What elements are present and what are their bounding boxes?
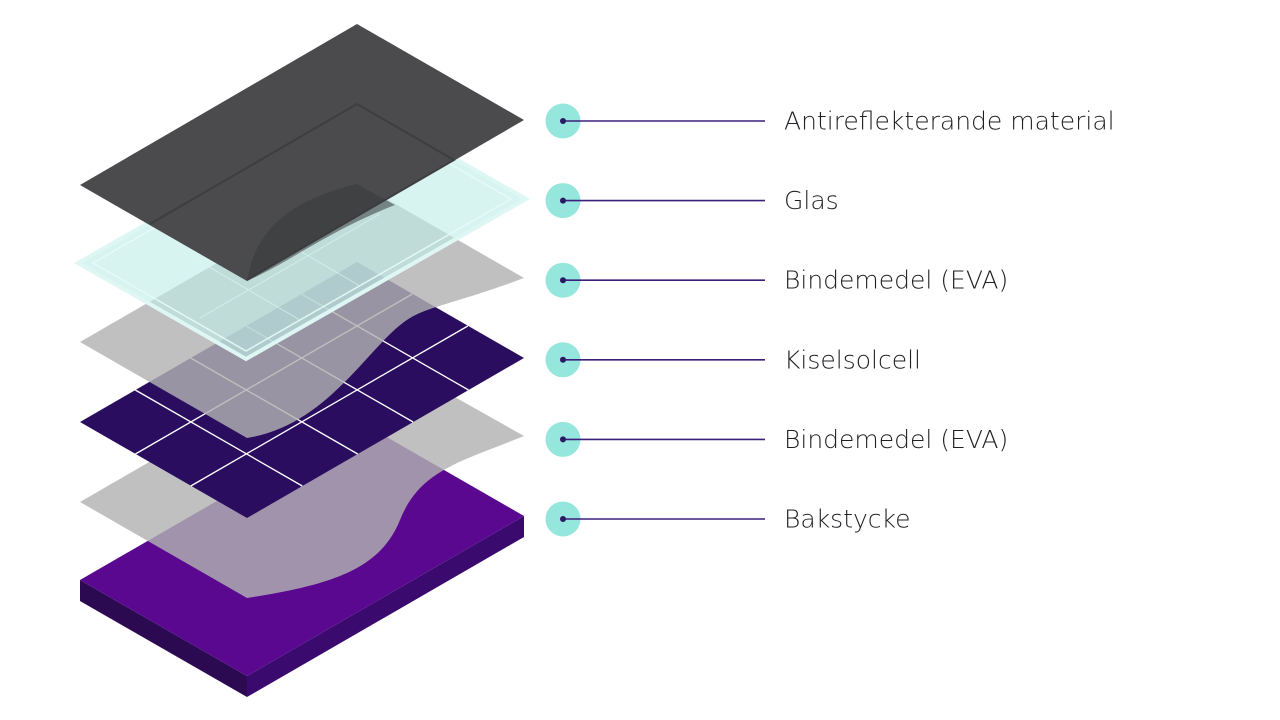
marker-dot (560, 356, 566, 363)
antireflective-sheet (80, 24, 524, 281)
layer-labels: Antireflekterande materialGlasBindemedel… (545, 103, 1115, 537)
backsheet-side-right (247, 516, 524, 697)
marker-dot (560, 277, 566, 284)
marker-dot (560, 516, 566, 522)
layer-label-antireflective: Antireflekterande material (545, 103, 1115, 139)
layer-label-text: Antireflekterande material (784, 107, 1115, 136)
layer-label-text: Kiselsolcell (784, 345, 921, 374)
backsheet-side-left (80, 580, 247, 697)
layer-label-text: Bakstycke (784, 505, 911, 534)
antireflective-curl (247, 184, 395, 281)
layer-label-text: Bindemedel (EVA) (784, 266, 1008, 295)
layer-label-backsheet: Bakstycke (545, 501, 911, 537)
layer-label-glass: Glas (545, 183, 839, 219)
layer-label-silicon-cell: Kiselsolcell (545, 342, 921, 378)
layer-label-eva-top: Bindemedel (EVA) (545, 262, 1008, 298)
layer-label-eva-bottom: Bindemedel (EVA) (545, 421, 1008, 457)
antireflective-layer (80, 24, 524, 281)
marker-dot (560, 197, 566, 204)
marker-dot (560, 118, 566, 124)
marker-dot (560, 436, 566, 443)
layer-label-text: Glas (784, 186, 839, 215)
layer-label-text: Bindemedel (EVA) (784, 425, 1008, 454)
layer-stack (73, 24, 531, 697)
